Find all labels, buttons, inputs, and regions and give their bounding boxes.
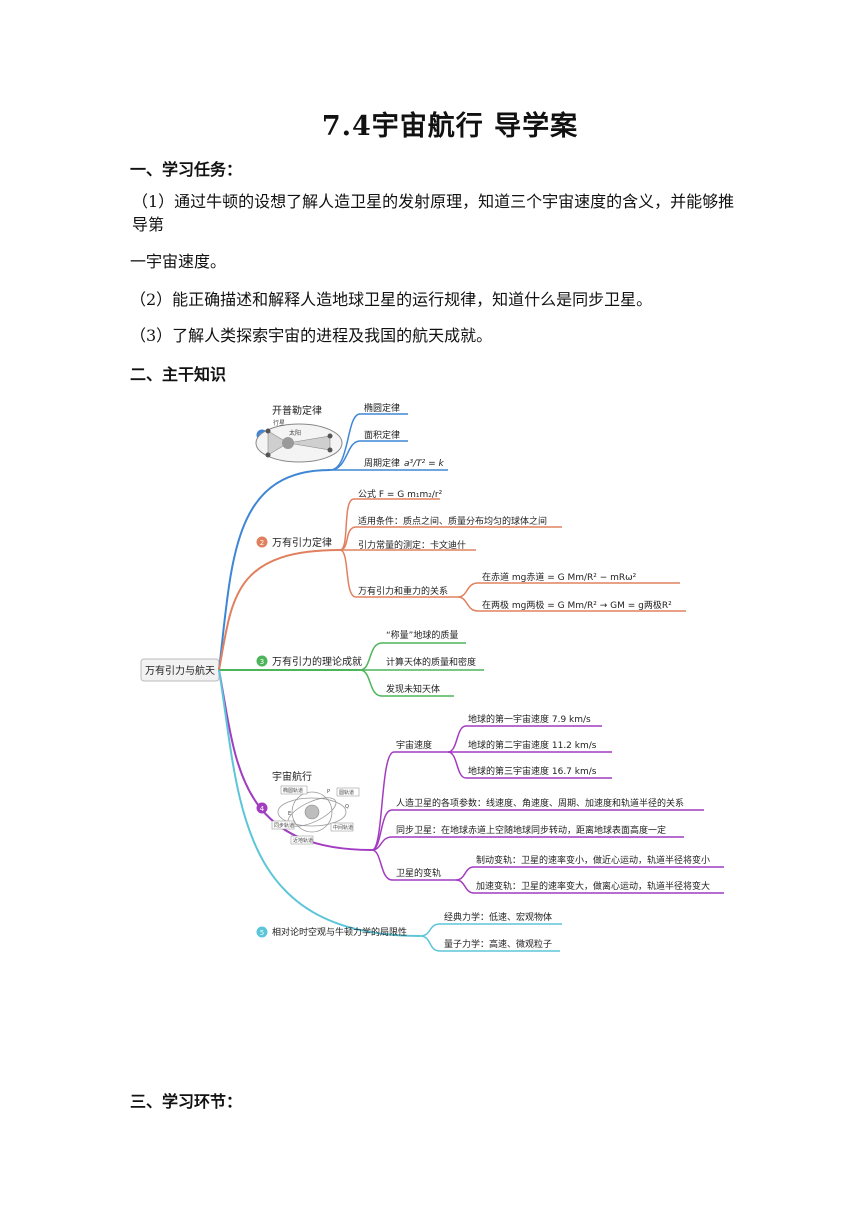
branch-5-number-badge — [256, 926, 268, 938]
svg-text:4: 4 — [260, 805, 265, 813]
svg-text:椭圆轨道: 椭圆轨道 — [283, 787, 303, 794]
leaf-period-law: 周期定律 — [364, 457, 400, 469]
branch-4-label: 宇宙航行 — [272, 770, 312, 783]
leaf-applicable-conditions: 适用条件：质点之间、质量分布均匀的球体之间 — [358, 515, 547, 527]
svg-text:2: 2 — [260, 539, 264, 547]
branch-1-label: 开普勒定律 — [272, 404, 322, 417]
svg-text:P: P — [327, 789, 330, 795]
svg-text:行星: 行星 — [273, 419, 285, 427]
svg-text:同步轨道: 同步轨道 — [274, 822, 294, 829]
leaf-mass-density: 计算天体的质量和密度 — [386, 656, 476, 668]
leaf-area-law: 面积定律 — [364, 429, 400, 441]
leaf-gravitational-constant: 引力常量的测定：卡文迪什 — [358, 539, 466, 551]
task-3: （3）了解人类探索宇宙的进程及我国的航天成就。 — [130, 326, 493, 345]
task-1-cont: 一宇宙速度。 — [130, 252, 227, 271]
satellite-orbit-image: 椭圆轨道 P 圆轨道 同步轨道 中间轨道 Q 近地轨道 E — [271, 785, 360, 845]
branch-3-number-badge — [256, 655, 268, 667]
leaf-gravity-weight-relation: 万有引力和重力的关系 — [358, 585, 448, 597]
branch-4-number-badge — [256, 802, 268, 814]
svg-text:太阳: 太阳 — [289, 429, 301, 437]
leaf-synchronous-satellite: 同步卫星：在地球赤道上空随地球同步转动，距离地球表面高度一定 — [396, 824, 666, 836]
svg-text:中间轨道: 中间轨道 — [333, 824, 353, 831]
task-2: （2）能正确描述和解释人造地球卫星的运行规律，知道什么是同步卫星。 — [130, 290, 653, 309]
leaf-satellite-parameters: 人造卫星的各项参数：线速度、角速度、周期、加速度和轨道半径的关系 — [396, 797, 684, 809]
branch-3-label: 万有引力的理论成就 — [272, 655, 362, 668]
section-heading-steps: 三、学习环节： — [130, 1092, 243, 1111]
leaf-weigh-earth: “称量”地球的质量 — [386, 629, 458, 641]
leaf-braking-transfer: 制动变轨：卫星的速率变小，做近心运动，轨道半径将变小 — [476, 854, 710, 866]
branch-2-gravitation: 2 万有引力定律 公式 F = G m₁m₂/r² 适用条件：质点之间、质量分布… — [218, 488, 686, 671]
leaf-second-cosmic-velocity: 地球的第二宇宙速度 11.2 km/s — [468, 739, 597, 751]
leaf-quantum-mechanics: 量子力学：高速、微观粒子 — [444, 938, 552, 950]
leaf-orbit-transfer: 卫星的变轨 — [396, 867, 441, 879]
branch-5-relativity: 5 相对论时空观与牛顿力学的局限性 经典力学：低速、宏观物体 量子力学：高速、微… — [218, 669, 562, 952]
task-1: （1）通过牛顿的设想了解人造卫星的发射原理，知道三个宇宙速度的含义，并能够推导第 — [132, 192, 735, 234]
svg-text:Q: Q — [345, 804, 349, 810]
section-heading-tasks: 一、学习任务： — [130, 160, 243, 179]
branch-2-label: 万有引力定律 — [272, 536, 332, 549]
leaf-gravity-formula: 公式 F = G m₁m₂/r² — [358, 488, 443, 500]
svg-text:圆轨道: 圆轨道 — [339, 789, 354, 796]
svg-text:5: 5 — [260, 929, 264, 937]
section-heading-knowledge: 二、主干知识 — [130, 365, 227, 384]
kepler-orbit-image: 行星 太阳 — [255, 419, 343, 463]
svg-text:3: 3 — [260, 658, 264, 666]
equation-equator: 在赤道 mg赤道 = G Mm/R² − mRω² — [482, 571, 637, 583]
svg-text:E: E — [288, 811, 291, 817]
branch-4-space-flight: 4 宇宙航行 椭圆轨道 P 圆轨道 同步轨道 中间轨道 Q 近地轨道 E 宇宙速… — [218, 669, 724, 894]
period-law-formula: a³/T² = k — [404, 459, 445, 469]
leaf-third-cosmic-velocity: 地球的第三宇宙速度 16.7 km/s — [468, 765, 597, 777]
branch-1-kepler: 1 开普勒定律 行星 太阳 椭圆定律 面积定律 周期定律 a³/T² = k — [218, 402, 448, 671]
svg-text:近地轨道: 近地轨道 — [293, 837, 313, 844]
leaf-acceleration-transfer: 加速变轨：卫星的速率变大，做离心运动，轨道半径将变大 — [476, 880, 710, 892]
leaf-ellipse-law: 椭圆定律 — [364, 402, 400, 414]
leaf-first-cosmic-velocity: 地球的第一宇宙速度 7.9 km/s — [468, 713, 591, 725]
leaf-classical-mechanics: 经典力学：低速、宏观物体 — [444, 911, 552, 923]
leaf-unknown-bodies: 发现未知天体 — [386, 683, 440, 695]
branch-5-label: 相对论时空观与牛顿力学的局限性 — [272, 926, 407, 938]
branch-3-achievements: 3 万有引力的理论成就 “称量”地球的质量 计算天体的质量和密度 发现未知天体 — [219, 629, 484, 697]
root-node-label: 万有引力与航天 — [145, 664, 215, 677]
page-title: 7.4宇宙航行 导学案 — [321, 111, 579, 142]
equation-poles: 在两极 mg两极 = G Mm/R² → GM = g两极R² — [482, 599, 672, 611]
branch-2-number-badge — [256, 536, 268, 548]
leaf-cosmic-velocity: 宇宙速度 — [396, 739, 432, 751]
